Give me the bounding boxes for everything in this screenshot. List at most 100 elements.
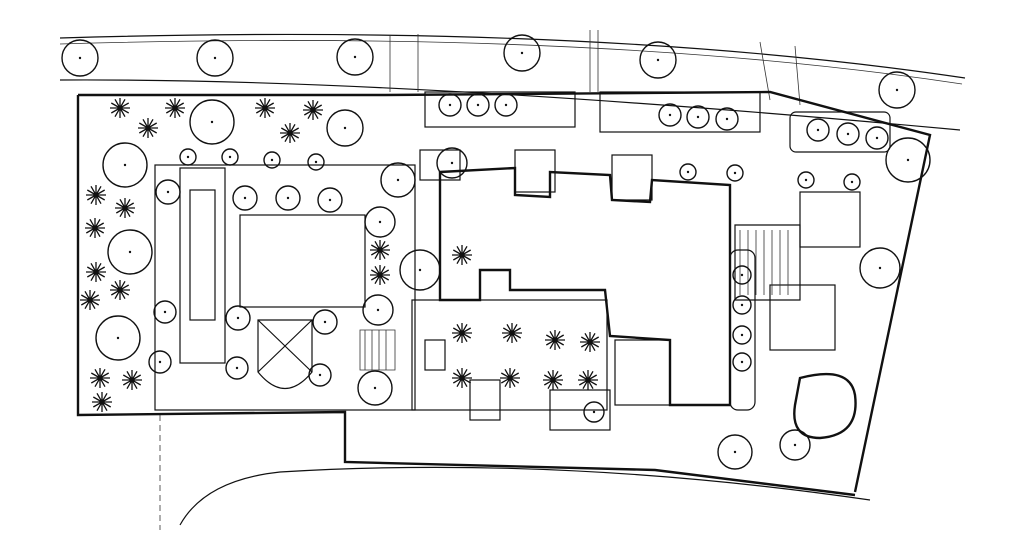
tree-circle xyxy=(732,265,752,285)
tree-circle xyxy=(61,39,99,77)
shrub-icon xyxy=(165,98,185,118)
tree-circle xyxy=(189,99,235,145)
tree-circle xyxy=(436,147,468,179)
tree-circle xyxy=(865,126,889,150)
tree-trunk xyxy=(318,373,322,377)
shrub-icon xyxy=(303,100,323,120)
tree-trunk xyxy=(733,171,737,175)
tree-trunk xyxy=(213,56,217,60)
shrub-icon xyxy=(580,332,600,352)
tree-trunk xyxy=(235,366,239,370)
tree-trunk xyxy=(166,190,170,194)
tree-trunk xyxy=(418,268,422,272)
shrub-icon xyxy=(86,185,106,205)
shrub-icon xyxy=(115,198,135,218)
tree-circle xyxy=(196,39,234,77)
shrub-icon xyxy=(86,262,106,282)
tree-trunk xyxy=(846,132,850,136)
shrub-icon xyxy=(110,280,130,300)
shrubs xyxy=(80,98,600,412)
tree-trunk xyxy=(396,178,400,182)
shrub-icon xyxy=(110,98,130,118)
tree-circle xyxy=(859,247,901,289)
tree-circle xyxy=(364,206,396,238)
tree-circle xyxy=(878,71,916,109)
tree-circle xyxy=(153,300,177,324)
tree-trunk xyxy=(740,273,744,277)
tree-trunk xyxy=(186,155,190,159)
tree-trunk xyxy=(804,178,808,182)
pool xyxy=(189,189,216,321)
tree-circle xyxy=(275,185,301,211)
left-garden xyxy=(154,164,416,411)
tree-trunk xyxy=(793,443,797,447)
tree-circle xyxy=(225,305,251,331)
tree-trunk xyxy=(850,180,854,184)
tree-trunk xyxy=(163,310,167,314)
tree-trunk xyxy=(286,196,290,200)
tree-circle xyxy=(312,309,338,335)
tree-trunk xyxy=(450,161,454,165)
tree-trunk xyxy=(236,316,240,320)
tree-circle xyxy=(263,151,281,169)
east-garden xyxy=(729,111,891,440)
tree-circle xyxy=(732,352,752,372)
tree-circle xyxy=(732,295,752,315)
tree-trunk xyxy=(740,333,744,337)
tree-trunk xyxy=(895,88,899,92)
tree-trunk xyxy=(128,250,132,254)
tree-circle xyxy=(221,148,239,166)
tree-circle xyxy=(399,249,441,291)
tree-trunk xyxy=(686,170,690,174)
tree-trunk xyxy=(668,113,672,117)
shrub-icon xyxy=(545,330,565,350)
shrub-icon xyxy=(255,98,275,118)
tree-circle xyxy=(797,171,815,189)
tree-trunk xyxy=(520,51,524,55)
tree-trunk xyxy=(123,163,127,167)
pond xyxy=(793,372,857,440)
tree-circle xyxy=(658,103,682,127)
tree-circle xyxy=(148,350,172,374)
shrub-icon xyxy=(280,123,300,143)
tree-circle xyxy=(779,429,811,461)
shrub-icon xyxy=(90,368,110,388)
tree-trunk xyxy=(740,303,744,307)
shrub-icon xyxy=(543,370,563,390)
tree-trunk xyxy=(725,117,729,121)
lawn xyxy=(239,214,366,308)
tree-circle xyxy=(503,34,541,72)
tree-trunk xyxy=(78,56,82,60)
tree-circle xyxy=(732,325,752,345)
tree-trunk xyxy=(448,103,452,107)
shrub-icon xyxy=(452,245,472,265)
tree-trunk xyxy=(696,115,700,119)
tree-circle xyxy=(726,164,744,182)
tree-circle xyxy=(717,434,753,470)
tree-trunk xyxy=(270,158,274,162)
tree-circle xyxy=(95,315,141,361)
tree-circle xyxy=(843,173,861,191)
tree-trunk xyxy=(116,336,120,340)
tree-circle xyxy=(639,41,677,79)
tree-trunk xyxy=(816,128,820,132)
tree-circle xyxy=(494,93,518,117)
tree-trunk xyxy=(323,320,327,324)
gazebo xyxy=(257,319,313,389)
tree-circle xyxy=(336,38,374,76)
shrub-icon xyxy=(122,370,142,390)
driveway-curve xyxy=(179,466,871,526)
shrub-icon xyxy=(85,218,105,238)
tree-trunk xyxy=(210,120,214,124)
tree-trunk xyxy=(878,266,882,270)
tree-trunk xyxy=(656,58,660,62)
tree-circle xyxy=(232,185,258,211)
tree-trunk xyxy=(906,158,910,162)
tree-trunk xyxy=(243,196,247,200)
tree-circle xyxy=(155,179,181,205)
tree-circle xyxy=(885,137,931,183)
tree-circle xyxy=(380,162,416,198)
tree-circle xyxy=(357,370,393,406)
tree-circle xyxy=(102,142,148,188)
